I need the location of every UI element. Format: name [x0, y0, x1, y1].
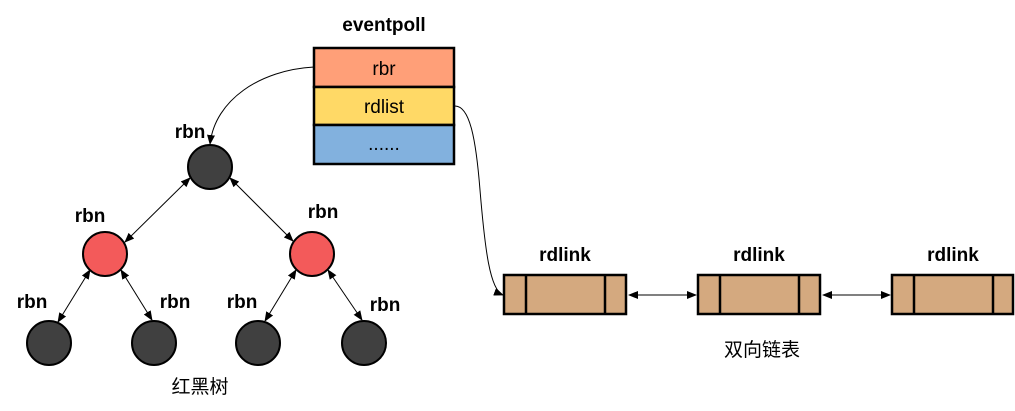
tree-edges [57, 177, 363, 323]
tree-node-label: rbn [17, 292, 48, 313]
doubly-linked-list: rdlink rdlink rdlink 双向链表 [502, 245, 1015, 361]
tree-edge [229, 177, 294, 242]
tree-node-left [82, 231, 128, 277]
tree-node-right [289, 231, 335, 277]
tree-node-label: rbn [308, 202, 339, 223]
tree-node-label: rbn [370, 295, 401, 316]
eventpoll-field-more [312, 123, 456, 166]
tree-caption: 红黑树 [171, 376, 228, 398]
tree-edge [264, 269, 297, 322]
tree-edge [124, 177, 191, 243]
tree-node-label: rbn [160, 292, 191, 313]
tree-edge [327, 269, 363, 321]
tree-node-label: rbn [227, 292, 258, 313]
list-caption: 双向链表 [724, 339, 800, 361]
tree-edge [57, 269, 91, 323]
tree-node-right-left [235, 320, 281, 366]
tree-node-label: rbn [175, 122, 206, 143]
tree-node-left-left [26, 320, 72, 366]
rdlist-to-list-connector [454, 105, 504, 296]
list-node-label: rdlink [733, 245, 785, 266]
rbr-to-root-connector [207, 66, 315, 145]
list-node-label: rdlink [539, 245, 591, 266]
list-node-box [502, 273, 628, 316]
field-label-rdlist: rdlist [364, 97, 405, 118]
eventpoll-struct: eventpoll rbr rdlist ...... [312, 15, 456, 166]
tree-node-root [187, 144, 233, 190]
list-node: rdlink [502, 245, 628, 316]
tree-node-left-right [131, 320, 177, 366]
field-label-more: ...... [368, 134, 400, 155]
list-node-box [696, 273, 822, 316]
rb-tree: rbn rbn rbn rbn rbn rbn rbn 红黑树 [17, 122, 401, 398]
list-node: rdlink [890, 245, 1015, 316]
list-node-label: rdlink [927, 245, 979, 266]
tree-edge [120, 269, 153, 321]
tree-node-label: rbn [75, 206, 106, 227]
tree-node-right-right [341, 320, 387, 366]
field-label-rbr: rbr [372, 59, 396, 80]
list-node-box [890, 273, 1015, 316]
eventpoll-title: eventpoll [342, 15, 425, 36]
list-node: rdlink [696, 245, 822, 316]
